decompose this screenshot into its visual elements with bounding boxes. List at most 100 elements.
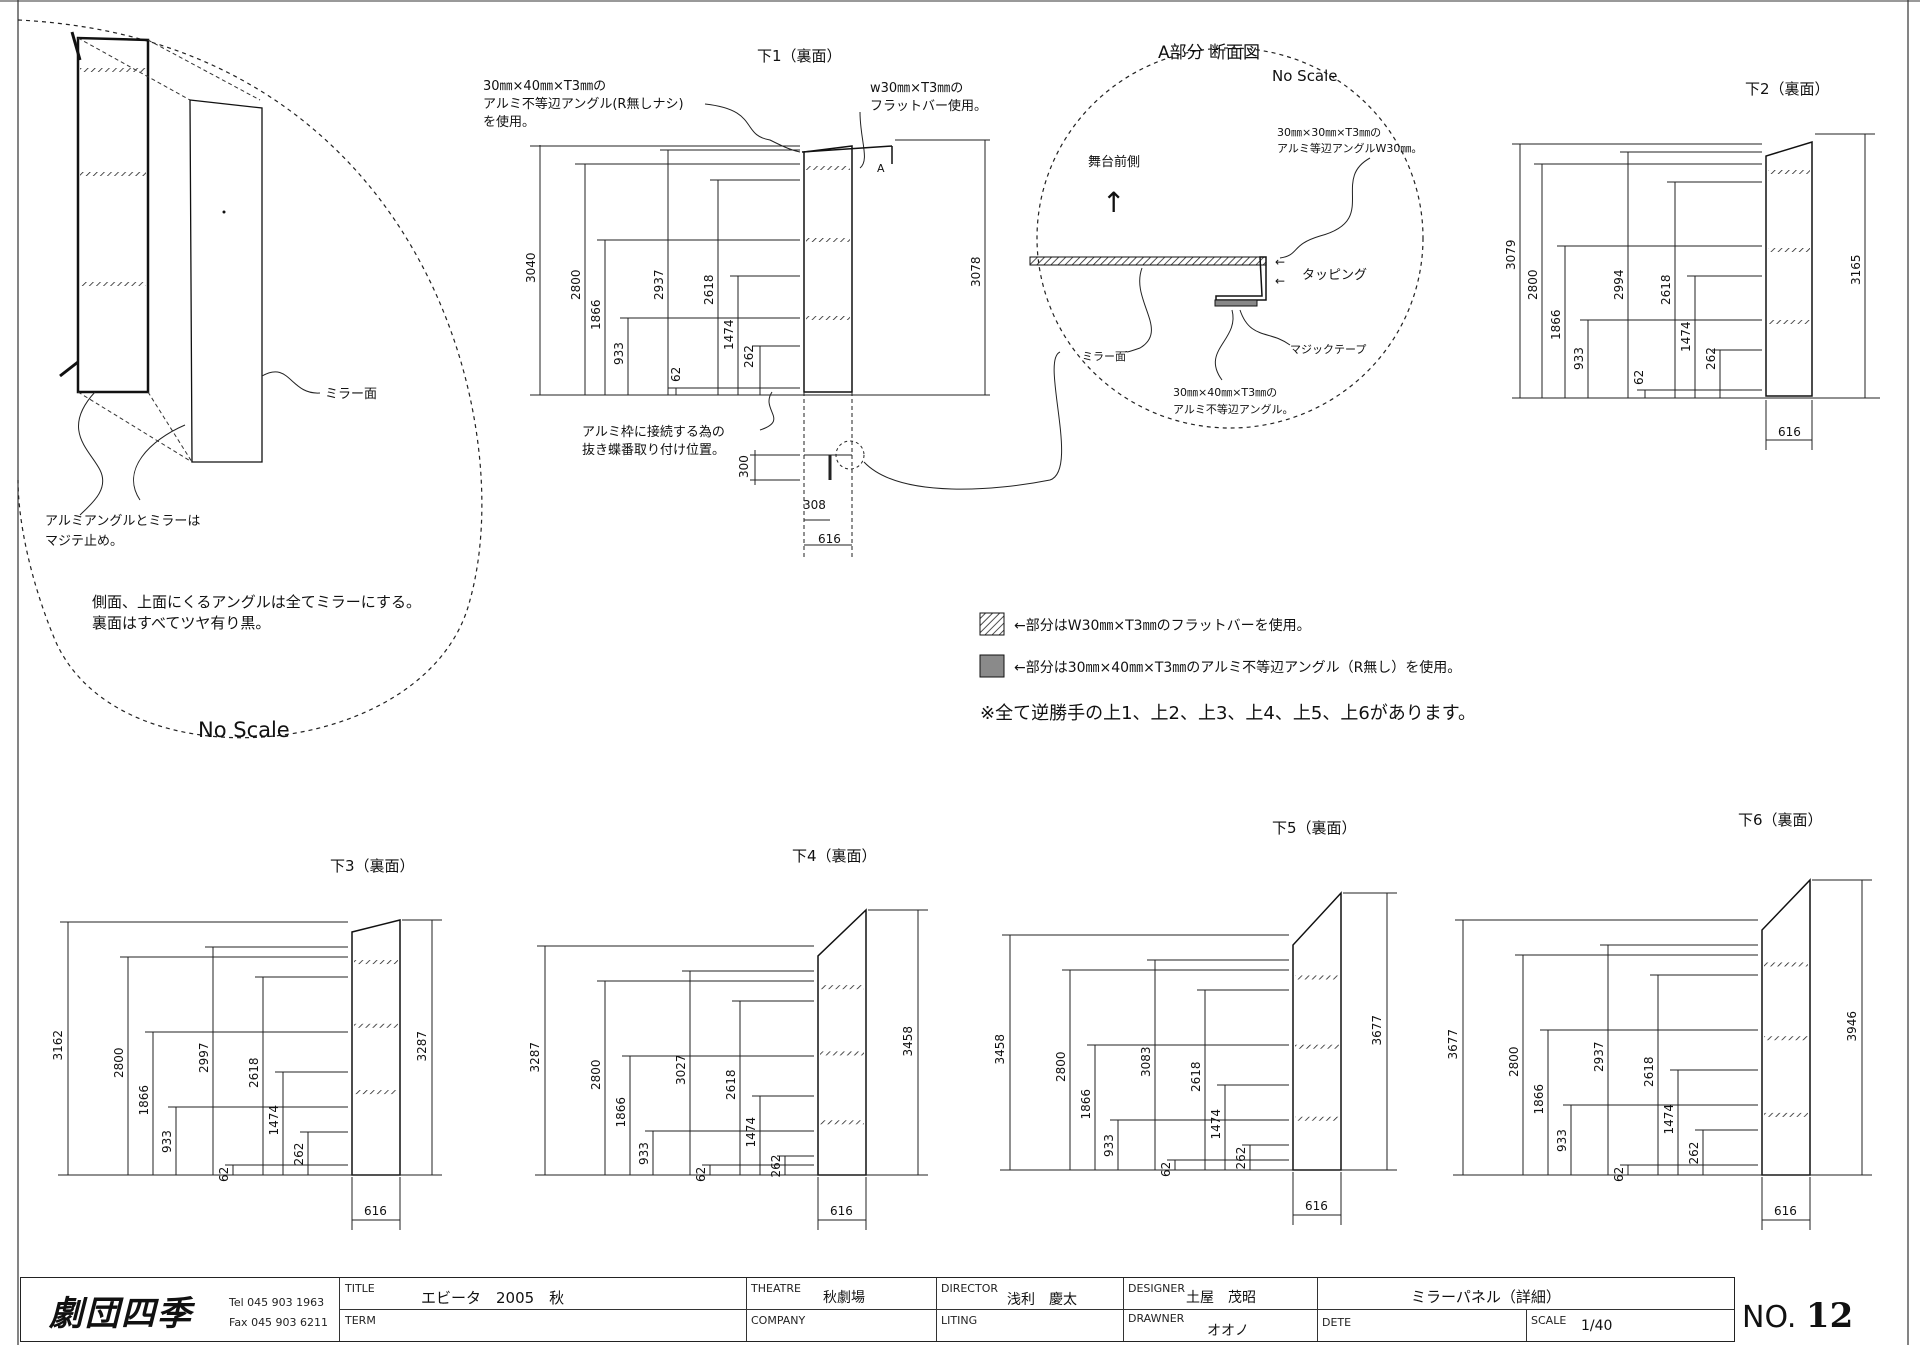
director-label: DIRECTOR: [941, 1282, 999, 1295]
fax-number: Fax 045 903 6211: [229, 1316, 329, 1329]
angle-unequal-2: アルミ不等辺アングル。: [1173, 402, 1293, 416]
panel-frame: [351, 919, 401, 1176]
dim-616: 616: [830, 1204, 853, 1218]
dim-d933: 933: [1555, 1129, 1569, 1152]
dim-2800: 2800: [1526, 269, 1540, 300]
dim-262: 262: [1704, 347, 1718, 370]
dim-d2800: 2800: [1054, 1051, 1068, 1082]
dim-d262: 262: [769, 1155, 783, 1178]
side-frame: [76, 36, 150, 394]
drawner-label: DRAWNER: [1128, 1312, 1185, 1325]
title-value: エビータ 2005 秋: [421, 1289, 565, 1307]
panel-title: 下3（裏面）: [330, 857, 415, 875]
sheet-number-prefix: NO.: [1742, 1300, 1797, 1335]
dim-dmid: 3083: [1139, 1046, 1153, 1077]
dim-d262: 262: [1234, 1147, 1248, 1170]
shelf-bar: [1295, 1044, 1339, 1049]
dim-d2800: 2800: [112, 1047, 126, 1078]
mirror-face-label: ミラー面: [325, 387, 377, 402]
dim-2937: 2937: [652, 269, 666, 300]
dim-d2618: 2618: [1642, 1056, 1656, 1087]
callout-angle-2: アルミ不等辺アングル(R無しナシ): [483, 96, 684, 112]
dim-2618: 2618: [702, 274, 716, 305]
shelf-bar: [354, 1090, 398, 1095]
panel-title: 下2（裏面）: [1745, 80, 1830, 98]
hinge-note-1: アルミ枠に接続する為の: [582, 424, 725, 440]
company-logo: 劇団四季: [49, 1294, 193, 1334]
dim-308: 308: [803, 498, 826, 512]
dete-label: DETE: [1322, 1316, 1352, 1329]
legend-item-angle: ←部分は30㎜×40㎜×T3㎜のアルミ不等辺アングル（R無し）を使用。: [1014, 659, 1461, 676]
callout-flatbar-1: w30㎜×T3㎜の: [870, 81, 963, 96]
dim-d2618: 2618: [247, 1057, 261, 1088]
dim-262: 262: [742, 345, 756, 368]
dim-right-total: 3677: [1370, 1015, 1384, 1046]
stage-front-label: 舞台前側: [1088, 154, 1140, 170]
angle-unequal-1: 30㎜×40㎜×T3㎜の: [1173, 386, 1277, 399]
designer-label: DESIGNER: [1128, 1282, 1185, 1295]
dim-62: 62: [1632, 370, 1646, 385]
sheet-number-value: 12: [1805, 1296, 1854, 1336]
shelf-bar: [1764, 962, 1808, 967]
panel-frame: [1292, 891, 1342, 1171]
callout-angle-1: 30㎜×40㎜×T3㎜の: [483, 79, 606, 94]
term-label: TERM: [345, 1314, 376, 1327]
detail-a: A部分 断面図 No Scale 舞台前側 ↑ 30㎜×30㎜×T3㎜の アルミ…: [1029, 43, 1424, 429]
detail-title: A部分 断面図: [1158, 43, 1260, 63]
scale-label: SCALE: [1531, 1314, 1567, 1327]
panel-shimo2: 下2（裏面） 3079 2800 1866 933 2994 2618 1474…: [1504, 80, 1880, 450]
dim-616: 616: [1774, 1204, 1797, 1218]
shelf-bar: [354, 1023, 398, 1028]
shelf-bar: [1764, 1112, 1808, 1117]
dim-d2800: 2800: [1507, 1046, 1521, 1077]
title-label: TITLE: [345, 1282, 375, 1295]
stage-front-arrow-icon: ↑: [1102, 186, 1125, 219]
dim-right-total: 3458: [901, 1026, 915, 1057]
drawing-name: ミラーパネル（詳細）: [1411, 1288, 1561, 1306]
dim-d62: 62: [217, 1167, 231, 1182]
dim-933: 933: [1572, 347, 1586, 370]
liting-label: LITING: [941, 1314, 978, 1327]
side-note-line2: 裏面はすべてツヤ有り黒。: [92, 614, 270, 632]
side-note-line1: 側面、上面にくるアングルは全てミラーにする。: [92, 593, 421, 611]
callout-flatbar-2: フラットバー使用。: [870, 98, 987, 114]
angle-equal-1: 30㎜×30㎜×T3㎜の: [1277, 126, 1381, 139]
dim-2994: 2994: [1612, 269, 1626, 300]
shelf-bar: [80, 172, 146, 176]
dim-d2618: 2618: [1189, 1061, 1203, 1092]
dim-d1866: 1866: [1079, 1089, 1093, 1120]
theatre-value: 秋劇場: [823, 1290, 865, 1306]
scale-value: 1/40: [1581, 1318, 1613, 1334]
dim-1866: 1866: [589, 299, 603, 330]
company-label: COMPANY: [751, 1314, 806, 1327]
angle-equal-2: アルミ等辺アングルW30㎜。: [1277, 141, 1422, 155]
dim-3040: 3040: [524, 252, 538, 283]
legend: ←部分はW30㎜×T3㎜のフラットバーを使用。 ←部分は30㎜×40㎜×T3㎜の…: [979, 612, 1476, 724]
dim-d933: 933: [160, 1130, 174, 1153]
dim-d1474: 1474: [1662, 1104, 1676, 1135]
dim-d1474: 1474: [267, 1105, 281, 1136]
dim-d1474: 1474: [1209, 1109, 1223, 1140]
dim-d62: 62: [1159, 1162, 1173, 1177]
shelf-bar: [820, 1051, 864, 1056]
dim-right-total: 3946: [1845, 1011, 1859, 1042]
dim-d62: 62: [1612, 1167, 1626, 1182]
dim-d933: 933: [1102, 1134, 1116, 1157]
dim-300: 300: [737, 455, 751, 478]
tapping-label: タッピング: [1302, 268, 1367, 283]
dim-d1866: 1866: [137, 1085, 151, 1116]
tap-arrow-1: ←: [1275, 255, 1285, 269]
dim-d262: 262: [1687, 1142, 1701, 1165]
dim-d1474: 1474: [744, 1117, 758, 1148]
dim-left_total: 3162: [51, 1030, 65, 1061]
director-value: 浅利 慶太: [1007, 1292, 1077, 1308]
tel-number: Tel 045 903 1963: [229, 1296, 325, 1309]
hatch-swatch: [979, 612, 1005, 636]
dim-left_total: 3458: [993, 1034, 1007, 1065]
